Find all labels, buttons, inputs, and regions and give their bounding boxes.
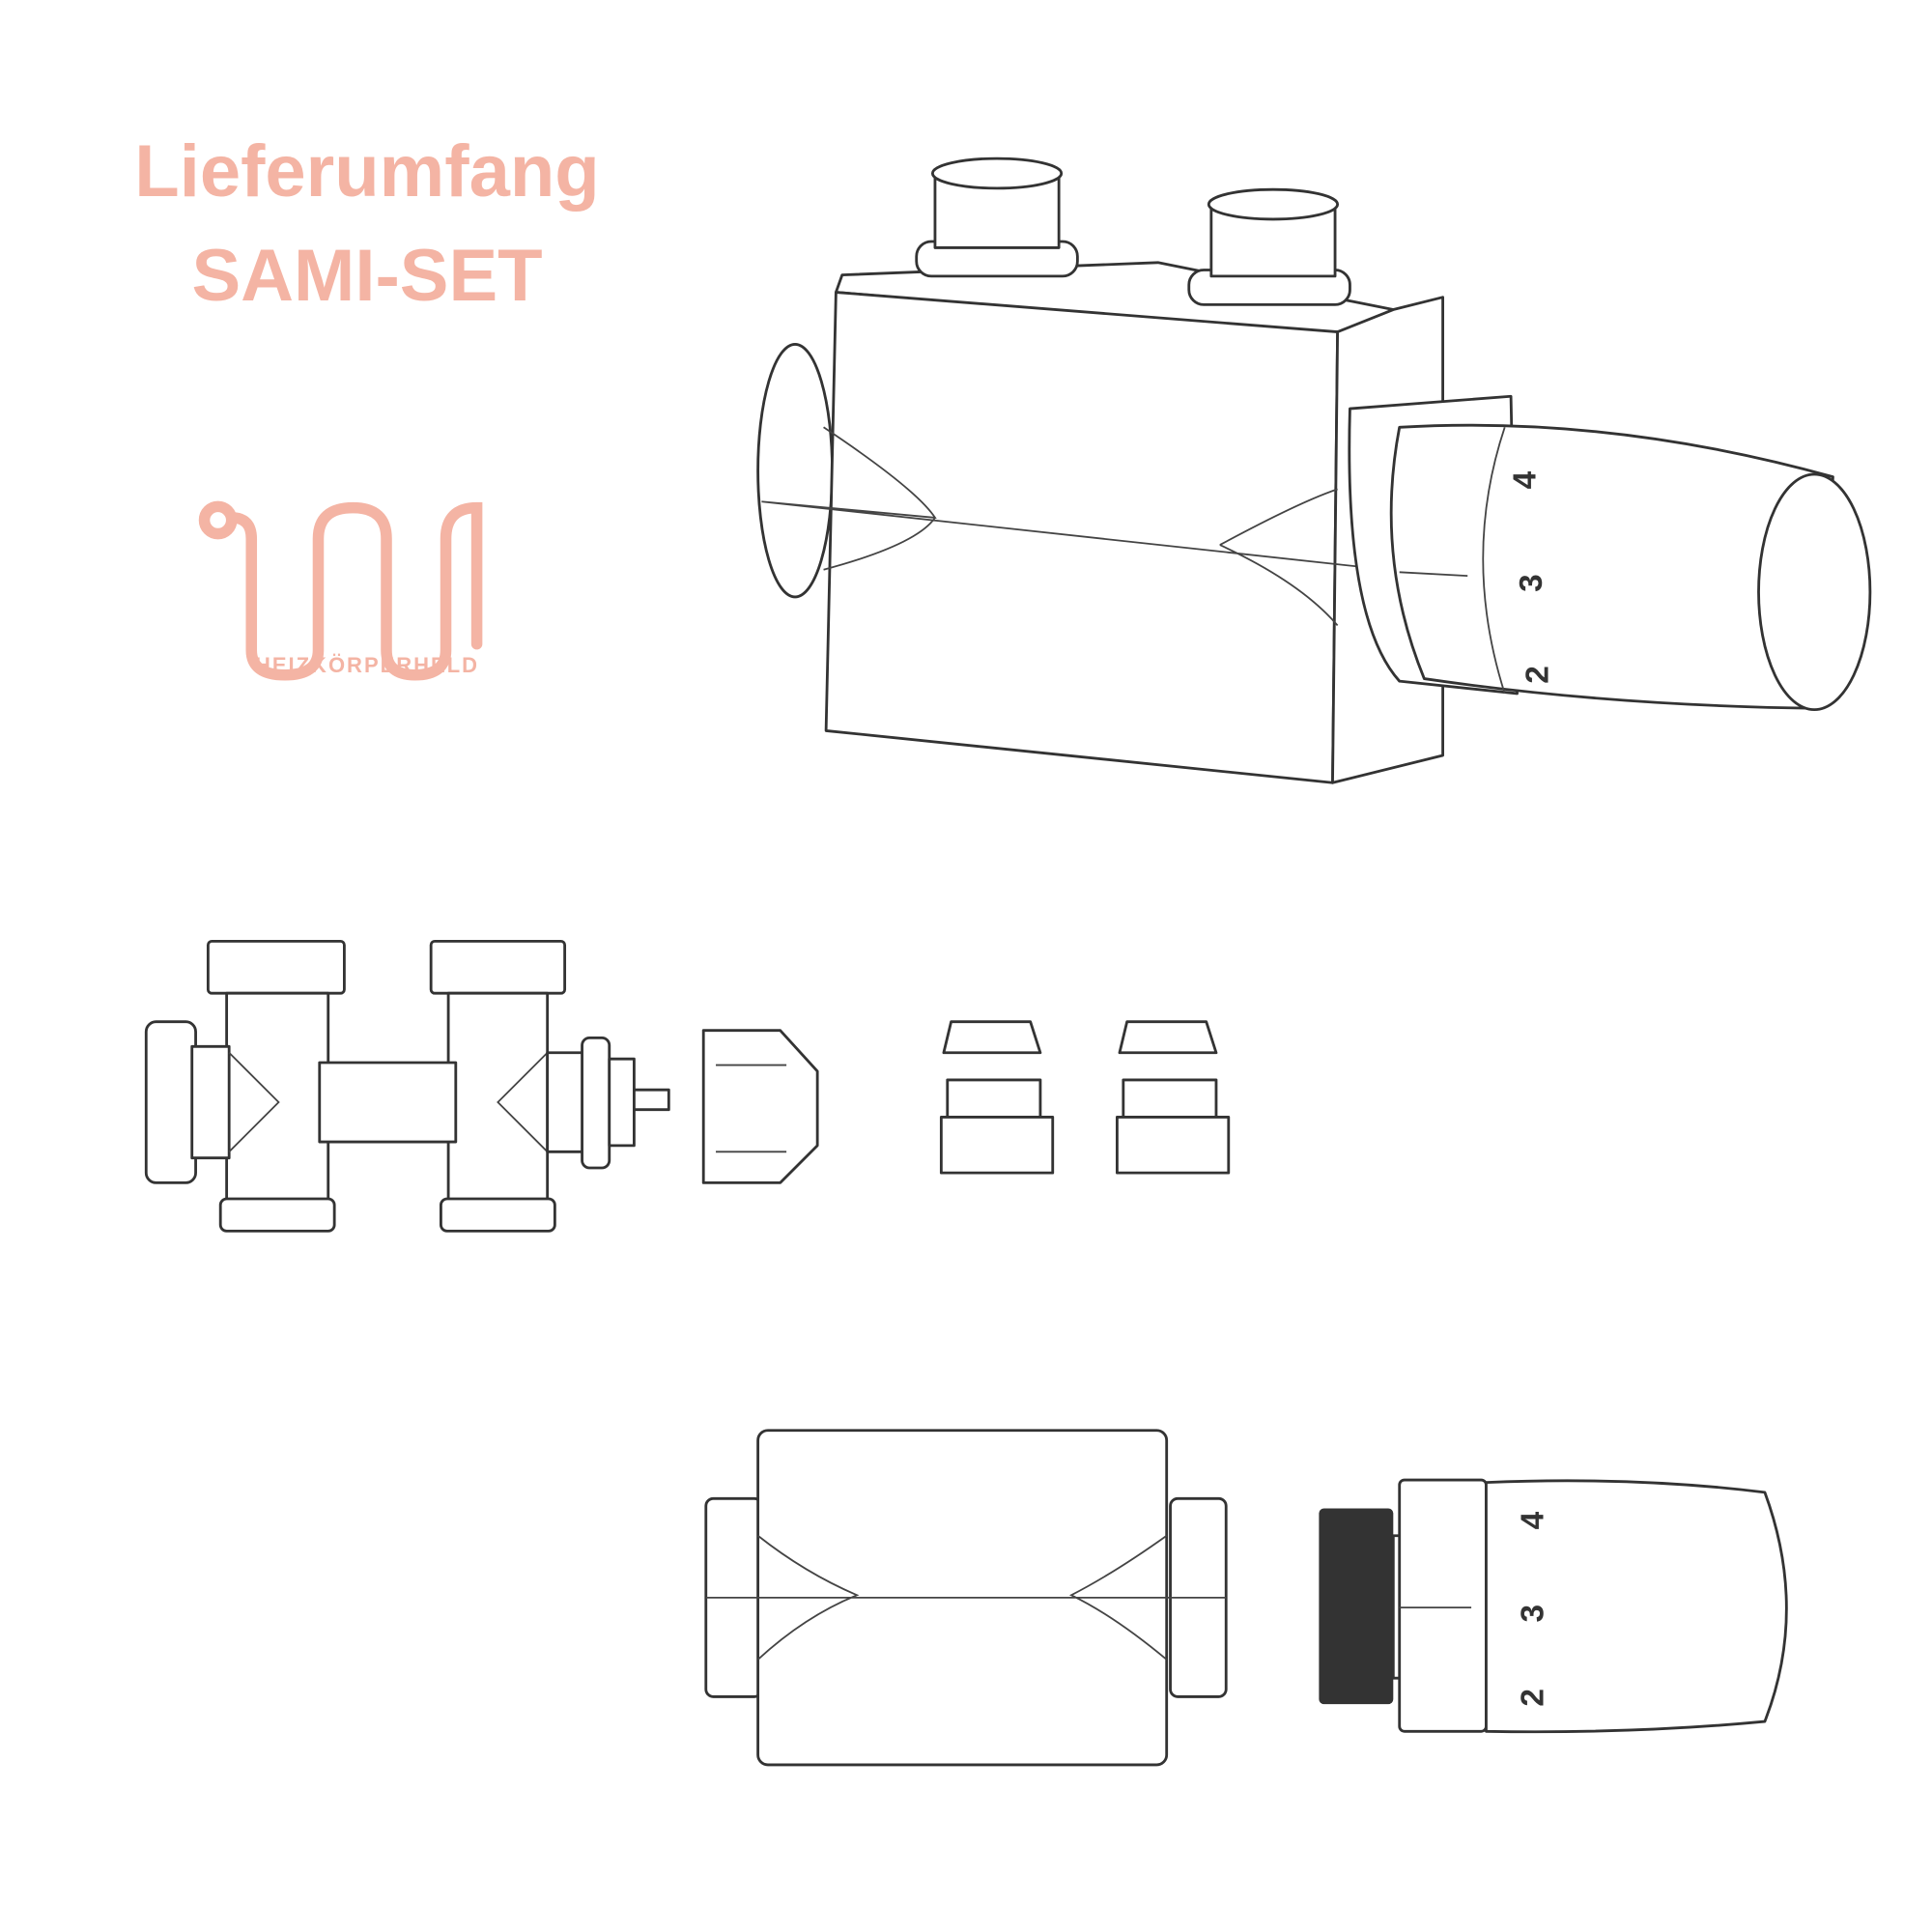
dial-label: 4 xyxy=(1508,470,1544,489)
valve-body xyxy=(144,939,670,1233)
union-nut xyxy=(701,1029,819,1184)
dial-label: 3 xyxy=(1514,574,1549,592)
assembled-valve-set: 4 3 2 xyxy=(756,156,1872,784)
dial-label: 3 xyxy=(1515,1605,1550,1623)
radiator-pipe-icon xyxy=(198,500,483,681)
dial-label: 4 xyxy=(1515,1511,1550,1529)
thermostat-head: 4 3 2 xyxy=(1319,1478,1788,1734)
dial-label: 2 xyxy=(1515,1689,1550,1707)
adapter-nipples xyxy=(939,1020,1231,1175)
title-line-1: Lieferumfang xyxy=(134,130,600,213)
dial-label: 2 xyxy=(1520,666,1556,684)
title-line-2: SAMI-SET xyxy=(191,235,543,317)
brand-name: HEIZKÖRPERHELD xyxy=(254,653,480,677)
valve-cover xyxy=(704,1429,1228,1767)
